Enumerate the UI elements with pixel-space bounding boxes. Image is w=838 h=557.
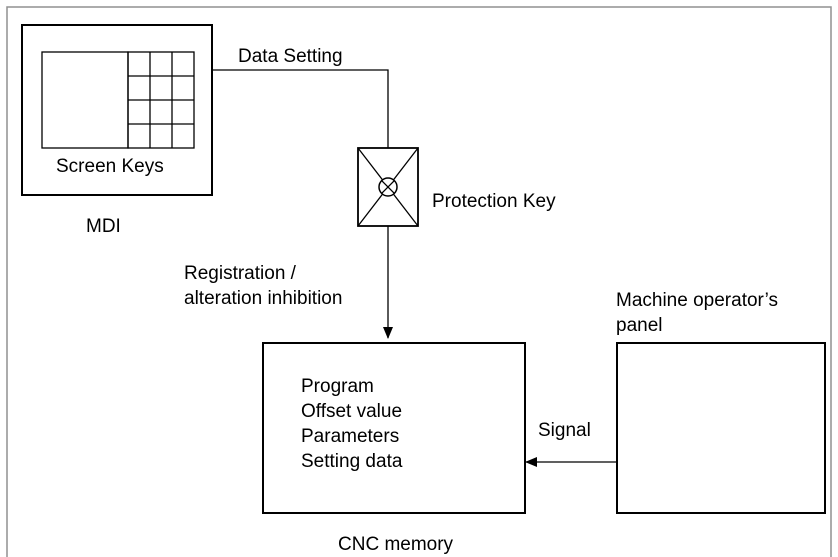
registration-label-line1: Registration / (184, 263, 297, 284)
operator-panel-label-line1: Machine operator’s (616, 290, 778, 311)
cnc-memory-caption: CNC memory (338, 534, 454, 555)
registration-label-line2: alteration inhibition (184, 288, 342, 309)
signal-label: Signal (538, 420, 591, 441)
cnc-memory-item: Program (301, 376, 374, 397)
data-setting-label: Data Setting (238, 46, 343, 67)
mdi-caption: MDI (86, 216, 121, 237)
operator-panel-box (616, 342, 826, 514)
mdi-device: Screen Keys (21, 24, 213, 196)
cnc-memory-item: Setting data (301, 451, 403, 472)
protection-key (357, 147, 419, 227)
cnc-memory-item: Parameters (301, 426, 399, 447)
mdi-keypad-grid (127, 51, 195, 149)
protection-key-label: Protection Key (432, 191, 556, 212)
operator-panel-label-line2: panel (616, 315, 663, 336)
cnc-memory-box (262, 342, 526, 514)
screen-keys-label: Screen Keys (56, 156, 164, 177)
data-setting-line (212, 69, 389, 148)
diagram-frame (6, 6, 832, 557)
cnc-memory-item: Offset value (301, 401, 402, 422)
